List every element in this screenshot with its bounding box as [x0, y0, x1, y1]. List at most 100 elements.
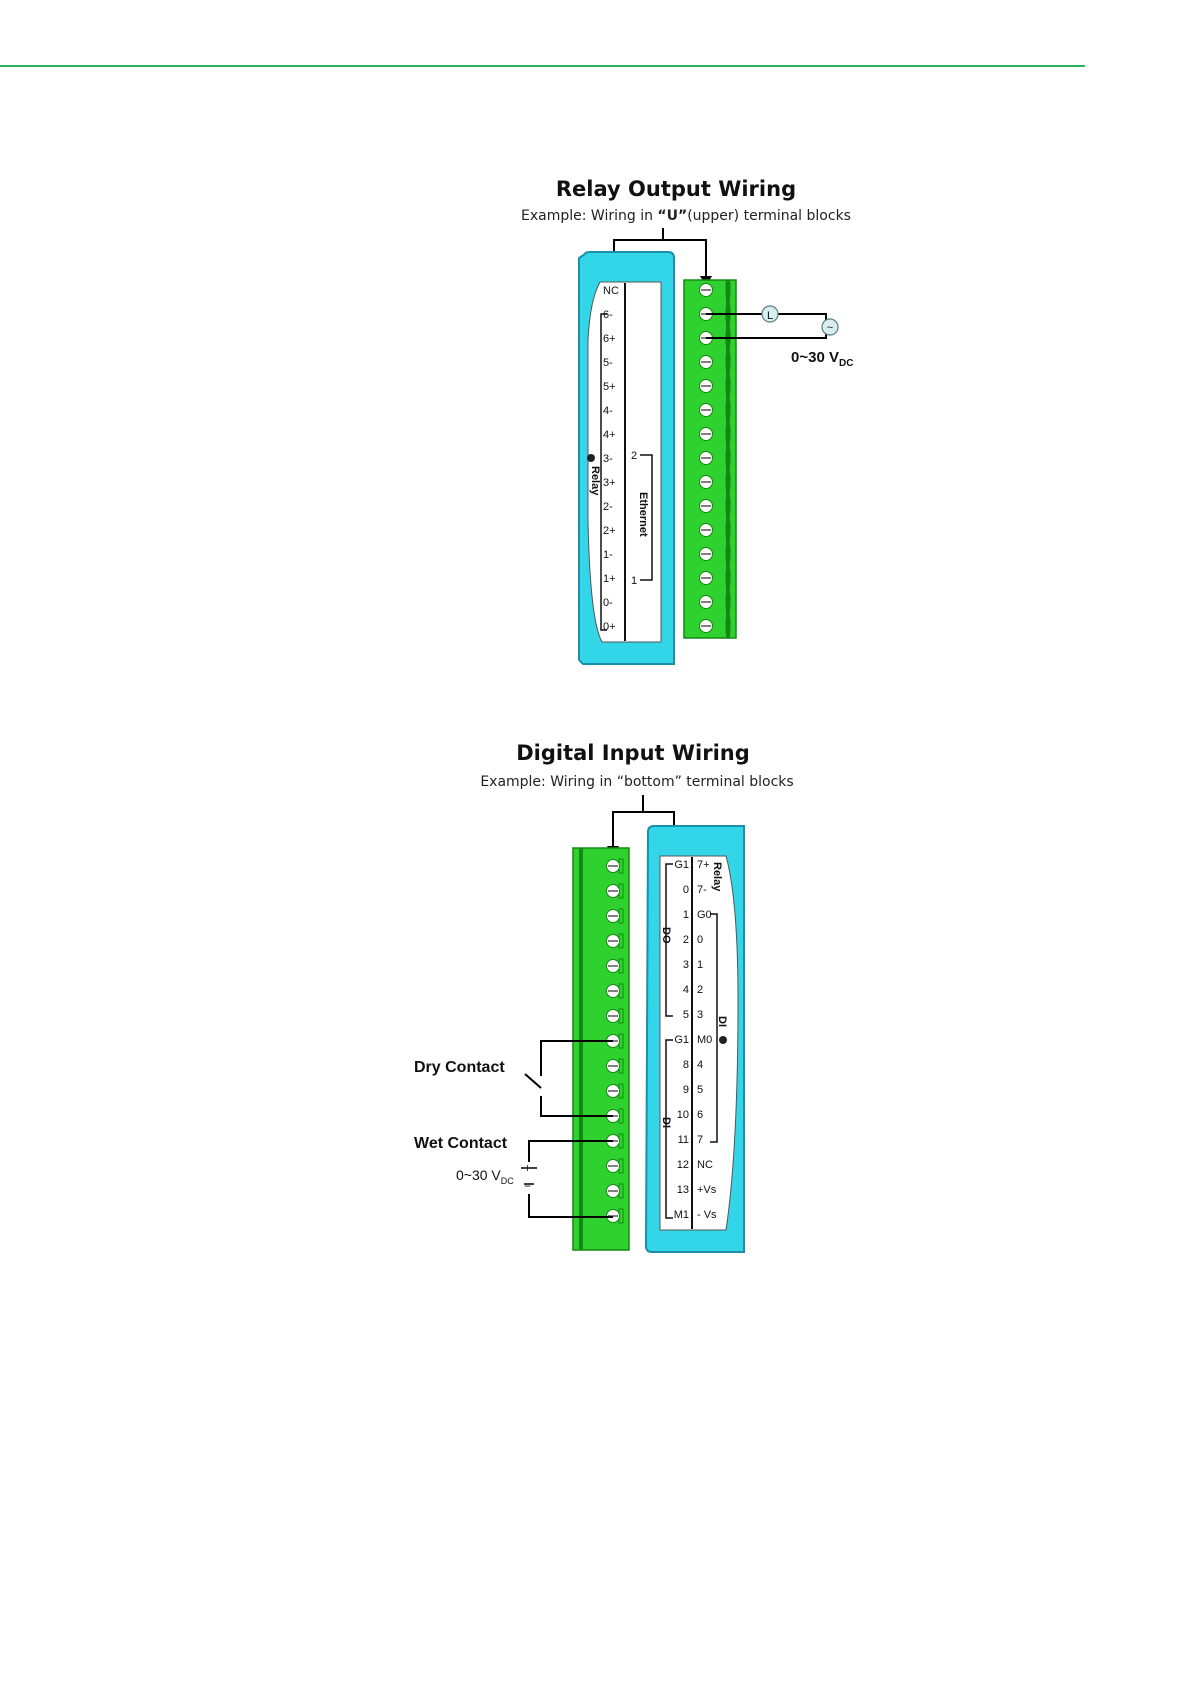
relay-output-wiring-figure: Relay Output Wiring Example: Wiring in “… [521, 177, 853, 665]
digital-right-pin-label: G0 [697, 909, 712, 921]
relay-terminal-slot [725, 354, 731, 370]
ethernet-pin-1: 1 [631, 575, 637, 587]
digital-terminal-block [572, 847, 630, 1251]
relay-voltage-subscript: DC [839, 358, 853, 369]
relay-subtitle-suffix: (upper) terminal blocks [687, 208, 851, 224]
relay-voltage-label: 0~30 VDC [791, 349, 853, 369]
digital-right-pin-label: - Vs [697, 1209, 717, 1221]
wet-voltage-subscript: DC [501, 1176, 514, 1186]
digital-left-pin-label: 4 [683, 984, 689, 996]
digital-relay-label: Relay [711, 862, 723, 892]
digital-terminal-stripe [579, 848, 583, 1250]
relay-terminal-slot [725, 522, 731, 538]
digital-left-pin-label: 1 [683, 909, 689, 921]
relay-pin-label: NC [603, 285, 619, 297]
relay-pin-labels: NC 6- 6+ 5- 5+ 4- 4+ 3- 3+ 2- 2+ 1- 1+ 0- 0+ [603, 285, 619, 633]
relay-subtitle-emphasis: “U” [657, 208, 687, 224]
relay-terminal-slot [725, 282, 731, 298]
relay-terminal-slot [725, 378, 731, 394]
do-group-label: DO [660, 927, 672, 944]
digital-right-pin-label: +Vs [697, 1184, 717, 1196]
digital-left-pin-label: 11 [678, 1134, 689, 1146]
relay-group-bracket [600, 313, 607, 631]
relay-terminal-slot [725, 570, 731, 586]
digital-left-pin-label: 2 [683, 934, 689, 946]
wet-voltage-label: 0~30 VDC [456, 1167, 514, 1186]
di-left-bracket [665, 1039, 673, 1219]
digital-right-pin-label: M0 [697, 1034, 712, 1046]
relay-pin-label: 4+ [603, 429, 616, 441]
ethernet-bracket [640, 454, 653, 581]
relay-subtitle: Example: Wiring in “U”(upper) terminal b… [521, 208, 851, 224]
di-right-bracket [710, 913, 718, 1143]
ac-source-icon [821, 318, 839, 336]
digital-left-pin-label: 0 [683, 884, 689, 896]
relay-pin-label: 2- [603, 501, 613, 513]
relay-terminal-slot [725, 618, 731, 634]
relay-terminal-slot [725, 498, 731, 514]
digital-right-pin-label: 1 [697, 959, 703, 971]
relay-pin-label: 1+ [603, 573, 616, 585]
dry-contact-wiring [524, 1040, 613, 1117]
ethernet-label: Ethernet [637, 492, 649, 537]
digital-left-pin-label: 9 [683, 1084, 689, 1096]
digital-left-pin-label: 8 [683, 1059, 689, 1071]
digital-left-pin-label: 12 [677, 1159, 689, 1171]
digital-right-pin-label: 7 [697, 1134, 703, 1146]
relay-terminal-slot [725, 450, 731, 466]
relay-voltage-main: 0~30 V [791, 349, 839, 366]
digital-left-pin-label: G1 [674, 859, 689, 871]
wet-contact-wiring [528, 1140, 613, 1218]
relay-pin-label: 4- [603, 405, 613, 417]
digital-left-pin-label: 10 [677, 1109, 689, 1121]
di-left-group-label: DI [660, 1117, 672, 1128]
relay-subtitle-prefix: Example: Wiring in [521, 208, 657, 224]
digital-right-pin-label: 7- [697, 884, 707, 896]
digital-title: Digital Input Wiring [516, 741, 750, 765]
relay-terminal-slot [725, 426, 731, 442]
relay-pin-label: 5+ [603, 381, 616, 393]
digital-right-pin-label: 5 [697, 1084, 703, 1096]
digital-module-body [644, 825, 745, 1253]
relay-pin-label: 6+ [603, 333, 616, 345]
digital-right-pin-label: 3 [697, 1009, 703, 1021]
relay-pin-label: 0- [603, 597, 613, 609]
wet-plus-sign: + [524, 1161, 531, 1175]
relay-title: Relay Output Wiring [556, 177, 796, 201]
do-bracket [665, 863, 673, 1017]
digital-subtitle: Example: Wiring in “bottom” terminal blo… [480, 774, 793, 790]
relay-pin-label: 3+ [603, 477, 616, 489]
wet-voltage-main: 0~30 V [456, 1167, 501, 1183]
digital-left-pin-label: M1 [674, 1209, 689, 1221]
di-right-group-label: DI [716, 1016, 728, 1027]
relay-terminal-slot [725, 594, 731, 610]
digital-right-pin-label: 2 [697, 984, 703, 996]
digital-right-pin-label: 4 [697, 1059, 703, 1071]
relay-terminal-slot [725, 402, 731, 418]
relay-module-body [578, 251, 675, 665]
wet-contact-label: Wet Contact [414, 1135, 508, 1152]
digital-left-pin-label: 13 [677, 1184, 689, 1196]
relay-group-label: Relay [589, 466, 601, 496]
load-symbol: L [767, 310, 773, 322]
relay-pin-label: 5- [603, 357, 613, 369]
relay-pin-label: 1- [603, 549, 613, 561]
relay-pin-label: 0+ [603, 621, 616, 633]
dry-contact-label: Dry Contact [414, 1059, 505, 1076]
header-rule [0, 65, 1085, 67]
relay-terminal-slot [725, 474, 731, 490]
wet-minus-sign: − [524, 1179, 531, 1193]
relay-terminal-slot [725, 546, 731, 562]
digital-right-pin-label: NC [697, 1159, 713, 1171]
digital-left-pin-label: 5 [683, 1009, 689, 1021]
ac-source-symbol: ~ [827, 322, 833, 334]
relay-pin-label: 2+ [603, 525, 616, 537]
digital-left-pin-label: G1 [674, 1034, 689, 1046]
ethernet-pin-2: 2 [631, 450, 637, 462]
relay-pin-label: 6- [603, 309, 613, 321]
relay-pin-label: 3- [603, 453, 613, 465]
digital-left-pin-label: 3 [683, 959, 689, 971]
